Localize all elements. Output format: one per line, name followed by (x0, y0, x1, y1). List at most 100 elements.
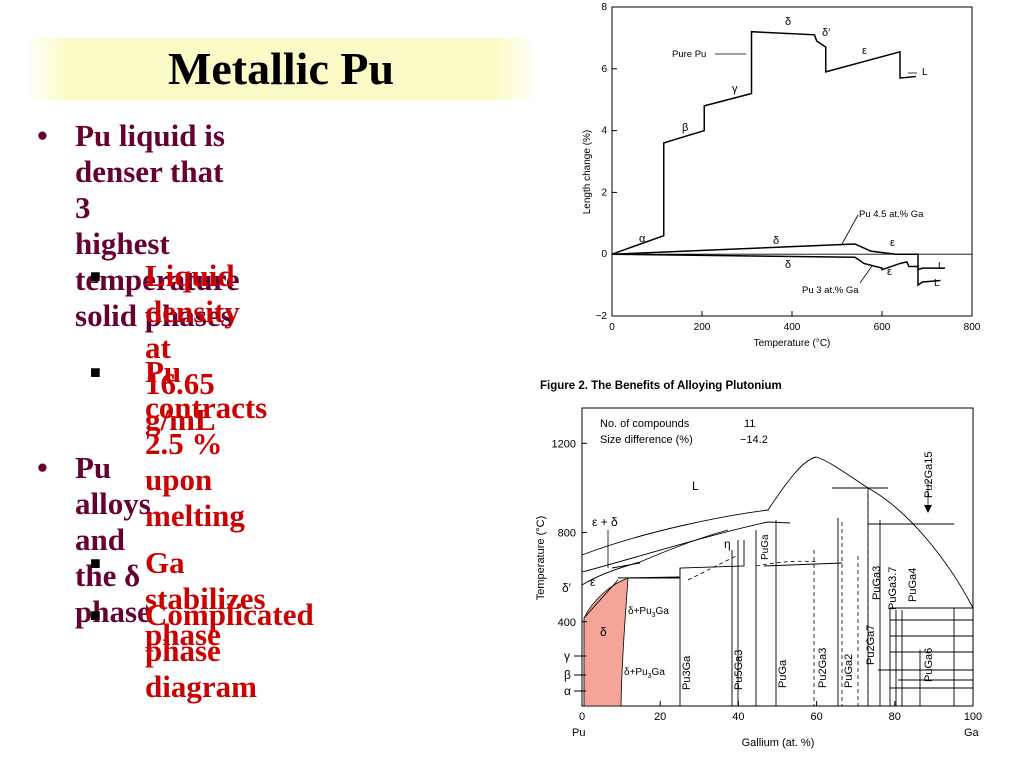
top-y-tick-label: 0 (601, 249, 607, 260)
dashed-boundaries (687, 494, 973, 706)
ga3-label: Pu 3 at.% Ga (802, 285, 859, 296)
top-x-tick-label: 600 (874, 322, 891, 333)
puga-label-lower: PuGa (777, 659, 789, 688)
liquid-label-ga3: L (934, 278, 940, 289)
ga3-leader (859, 265, 873, 284)
gamma-label: γ (732, 83, 738, 95)
alpha-phase-label: α (564, 684, 571, 698)
bullet-2: ■ Liquid density at 16.65 g/mL (90, 258, 240, 438)
series-line-1 (611, 243, 945, 271)
size-difference-label: Size difference (%) (600, 434, 693, 446)
puga2-label: PuGa2 (843, 654, 855, 688)
puga3-label: PuGa3 (871, 566, 883, 600)
epsilon-label-ga3: ε (887, 266, 892, 278)
ga-axis-label: Ga (964, 727, 980, 739)
square-bullet-icon: ■ (90, 266, 101, 286)
liquid-phase-label: L (692, 479, 699, 493)
ga45-label: Pu 4.5 at.% Ga (859, 209, 924, 220)
phase-boundaries (581, 456, 974, 706)
phase-diagram-figure: Figure 2. The Benefits of Alloying Pluto… (535, 380, 983, 749)
epsilon-label: ε (862, 45, 867, 57)
puga37-label: PuGa3.7 (887, 567, 899, 610)
phase-x-tick-label: 60 (810, 711, 822, 723)
puga6-label: PuGa6 (923, 648, 935, 682)
size-difference-value: −14.2 (740, 434, 768, 446)
top-y-tick-label: 2 (601, 187, 607, 198)
bullet-line: diagram (145, 669, 257, 704)
gamma-phase-label: γ (564, 649, 570, 663)
bullet-6: ■ Complicated phase diagram (90, 597, 314, 705)
delta-phase-region (583, 577, 629, 707)
delta-prime-phase-label: δ′ (562, 581, 572, 595)
delta-prime-label: δ′ (822, 27, 830, 39)
square-bullet-icon: ■ (90, 553, 101, 573)
bullet-line: Pu alloys and the δ (75, 450, 151, 593)
phase-y-tick-label: 400 (558, 617, 576, 629)
top-chart-ylabel: Length change (%) (582, 130, 593, 215)
delta-label-ga45: δ (773, 235, 779, 247)
figure-caption: Figure 2. The Benefits of Alloying Pluto… (540, 380, 782, 392)
slide-title: Metallic Pu (167, 43, 395, 94)
bullet-line: Liquid density at (145, 258, 240, 365)
delta-phase-label: δ (600, 625, 607, 639)
liquid-label-ga45: L (938, 261, 944, 272)
pu-axis-label: Pu (572, 727, 585, 739)
bullet-3: ■ Pu contracts 2.5 % upon melting (90, 354, 268, 534)
top-x-tick-label: 200 (694, 322, 711, 333)
phase-xlabel: Gallium (at. %) (742, 737, 815, 749)
phase-diagram-frame (581, 407, 974, 707)
phase-x-tick-label: 80 (889, 711, 901, 723)
pu2ga3-label: Pu2Ga3 (817, 648, 829, 688)
puga4-label: PuGa4 (907, 568, 919, 602)
series-line-2 (611, 253, 941, 287)
ga45-leader (841, 214, 859, 245)
eta-label: η (724, 537, 731, 551)
beta-phase-label: β (564, 668, 571, 682)
puga-label-upper: PuGa (760, 534, 771, 560)
title-band (25, 38, 537, 100)
bullet-line: highest temperature (75, 226, 240, 297)
pure-pu-label: Pure Pu (672, 49, 706, 60)
pu2ga7-label: Pu2Ga7 (865, 625, 877, 665)
pu5ga3-label: Pu5Ga3 (733, 650, 745, 690)
top-x-tick-label: 0 (609, 322, 615, 333)
pu2ga15-label: Pu2Ga15 (923, 452, 935, 498)
compounds-count-label: No. of compounds (600, 418, 690, 430)
phase-y-tick-label: 800 (558, 528, 576, 540)
phase-y-tick-label: 1200 (552, 438, 576, 450)
bullet-5: ■ Ga stabilizes phase (90, 545, 266, 653)
delta-pu3ga-lower: δ+Pu3Ga (624, 667, 665, 680)
pu2ga15-arrowhead (924, 505, 932, 513)
alpha-label: α (639, 233, 646, 245)
phase-axis-ticks: 0 20 40 60 80 100 400 800 1200 (552, 438, 983, 723)
compounds-count-value: 11 (744, 418, 755, 430)
bullet-line: upon melting (145, 462, 245, 533)
bullet-line: Pu liquid is denser that 3 (75, 118, 225, 225)
phase-ylabel: Temperature (°C) (535, 516, 547, 600)
phase-x-tick-label: 0 (579, 711, 585, 723)
bullet-4: • Pu alloys and the δ phase (37, 450, 151, 630)
bullet-1: • Pu liquid is denser that 3 highest tem… (37, 118, 240, 334)
top-chart-series (611, 30, 945, 287)
bullet-line: 16.65 g/mL (145, 366, 216, 437)
bullet-dot: • (37, 450, 48, 485)
bullet-dot: • (37, 118, 48, 153)
top-y-tick-label: 6 (601, 64, 607, 75)
delta-label-ga3: δ (785, 259, 791, 271)
top-x-tick-label: 800 (964, 322, 981, 333)
bullet-line: Complicated phase (145, 597, 314, 668)
liquid-label: L (922, 67, 928, 78)
epsilon-label-ga45: ε (890, 237, 895, 249)
phase-x-tick-label: 100 (964, 711, 982, 723)
square-bullet-icon: ■ (90, 605, 101, 625)
square-bullet-icon: ■ (90, 362, 101, 382)
top-y-tick-label: −2 (596, 311, 608, 322)
phase-x-tick-label: 40 (732, 711, 744, 723)
eps-delta-label: ε + δ (592, 515, 618, 529)
phase-x-tick-label: 20 (654, 711, 666, 723)
bullet-line: solid phases (75, 298, 233, 333)
bullet-line: Pu contracts 2.5 % (145, 354, 268, 461)
bullet-line: Ga stabilizes phase (145, 545, 266, 652)
